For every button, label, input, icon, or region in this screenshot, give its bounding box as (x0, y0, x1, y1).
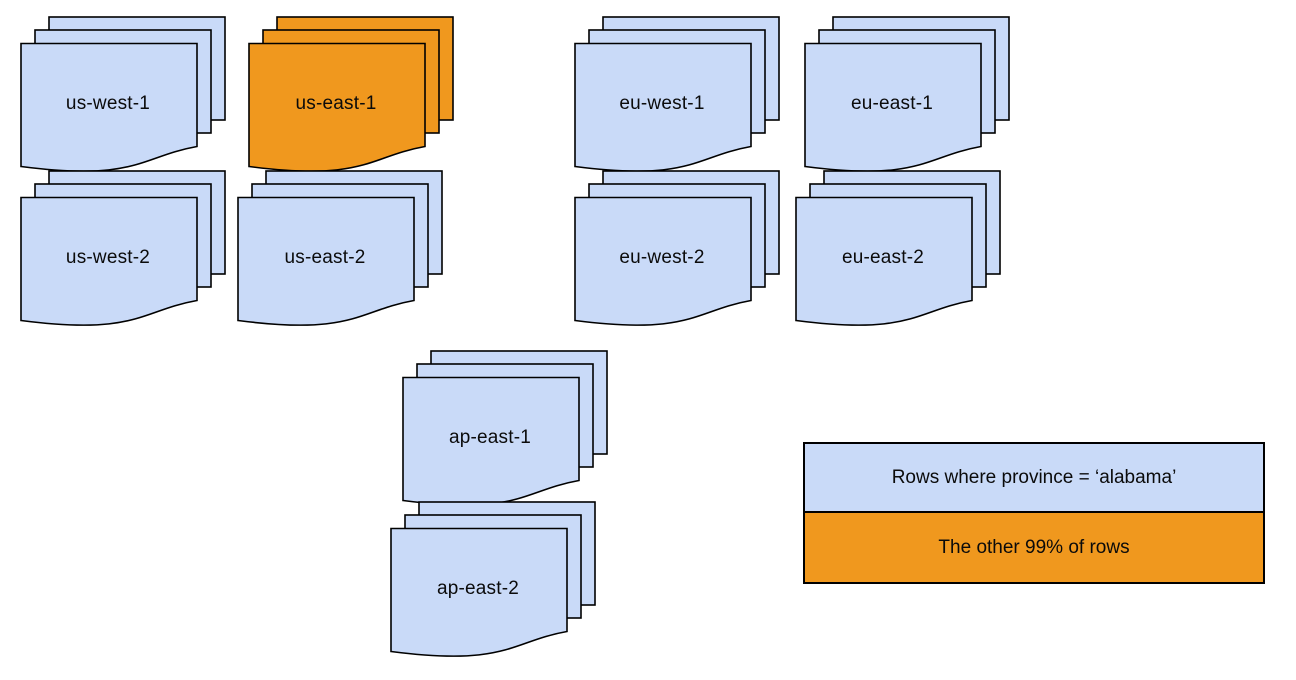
document-stack-icon (402, 350, 608, 506)
region-stack-ap-east-2: ap-east-2 (390, 501, 596, 659)
document-stack-icon (574, 16, 780, 172)
region-stack-eu-west-1: eu-west-1 (574, 16, 780, 174)
legend-item-alabama-rows: Rows where province = ‘alabama’ (805, 444, 1263, 513)
legend-item-label: The other 99% of rows (938, 536, 1130, 558)
region-stack-eu-east-2: eu-east-2 (795, 170, 1001, 328)
document-stack-icon (237, 170, 443, 326)
region-stack-ap-east-1: ap-east-1 (402, 350, 608, 508)
document-stack-icon (20, 16, 226, 172)
region-stack-eu-west-2: eu-west-2 (574, 170, 780, 328)
document-stack-icon (574, 170, 780, 326)
document-stack-icon (20, 170, 226, 326)
document-stack-icon (248, 16, 454, 172)
region-stack-us-west-2: us-west-2 (20, 170, 226, 328)
region-stack-eu-east-1: eu-east-1 (804, 16, 1010, 174)
legend: Rows where province = ‘alabama’ The othe… (803, 442, 1265, 584)
document-stack-icon (390, 501, 596, 657)
document-stack-icon (804, 16, 1010, 172)
region-stack-us-east-1: us-east-1 (248, 16, 454, 174)
region-stack-us-east-2: us-east-2 (237, 170, 443, 328)
legend-item-other-rows: The other 99% of rows (805, 513, 1263, 582)
legend-item-label: Rows where province = ‘alabama’ (891, 466, 1177, 488)
document-stack-icon (795, 170, 1001, 326)
region-stack-us-west-1: us-west-1 (20, 16, 226, 174)
